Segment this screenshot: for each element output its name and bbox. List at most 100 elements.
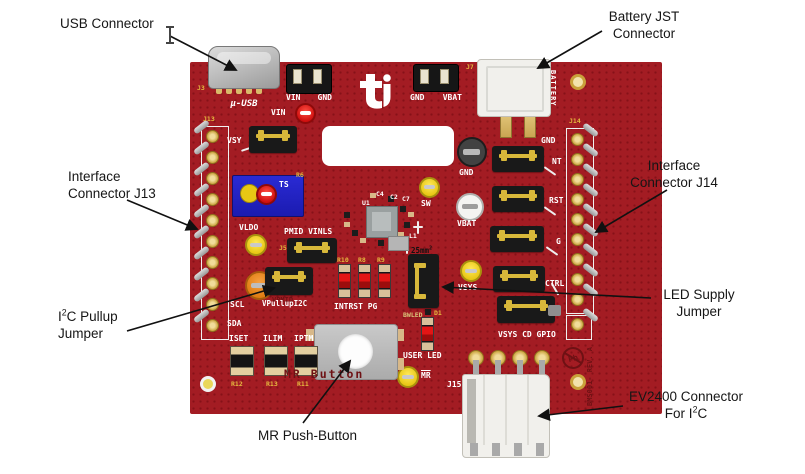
- inductor-area-note: 25mm2: [411, 245, 432, 255]
- pmid-vinls-jumper: [287, 238, 337, 263]
- j15-pin: [539, 360, 545, 386]
- j15-refdes: J15: [447, 380, 462, 389]
- test-point-hole: [200, 376, 216, 392]
- int-jumper: [492, 146, 544, 172]
- battery-callout-line2: Connector: [612, 26, 676, 41]
- j15-tail-pin: [514, 443, 522, 456]
- inductor: [388, 236, 409, 251]
- sw-testpoint: [419, 177, 440, 198]
- passive: [400, 206, 406, 212]
- header-pad: [571, 133, 584, 146]
- j14-callout-line2: Connector J14: [630, 175, 718, 190]
- led-supply-callout-label: LED Supply Jumper: [645, 286, 753, 320]
- battery-silk-label: BATTERY: [549, 70, 557, 107]
- header-pad: [571, 318, 584, 331]
- ic-top: [372, 212, 391, 231]
- vin-label: VIN: [286, 93, 301, 102]
- terminal-pin: [313, 69, 322, 84]
- text-cursor-icon: [166, 26, 174, 44]
- gnd-testpoint: [457, 137, 487, 167]
- button-pad: [394, 358, 404, 370]
- vpmid-label: VPMID: [272, 296, 294, 304]
- user-led: [421, 317, 434, 351]
- led-supply-line1: LED Supply: [663, 287, 735, 302]
- sda-label: SDA: [227, 319, 242, 328]
- mr-testpoint: [397, 366, 419, 388]
- c2-refdes: C2: [390, 193, 398, 201]
- i2c-callout-line2: Jumper: [58, 326, 104, 341]
- board-rev-text: BMS001- REV. A: [586, 346, 594, 406]
- vin-led-label: VIN: [271, 108, 286, 117]
- sw-label: SW: [421, 199, 431, 208]
- j13-callout-line1: Interface: [68, 169, 121, 184]
- vsys-testpoint: [460, 260, 482, 282]
- charger-ic: [366, 206, 398, 238]
- j13-callout-label: Interface Connector J13: [68, 168, 156, 202]
- j14-callout-label: Interface Connector J14: [615, 157, 733, 191]
- c7-refdes: C7: [402, 195, 410, 203]
- passive: [404, 222, 410, 228]
- j15-tail-pin: [536, 443, 544, 456]
- connector-shadow: [467, 379, 476, 443]
- j15-pin: [473, 360, 479, 386]
- header-pad: [571, 253, 584, 266]
- gnd-vbat-labels: GND VBAT: [410, 93, 462, 102]
- passive: [408, 212, 414, 217]
- vin-led: [295, 103, 316, 124]
- ilim-resistor: [264, 346, 288, 376]
- header-pad: [206, 277, 219, 290]
- i2c-callout-label: I2C Pullup Jumper: [58, 308, 118, 342]
- gnd-tp-label: GND: [459, 168, 474, 177]
- j13-arrow: [126, 199, 199, 231]
- pg-led: [378, 264, 391, 298]
- led-supply-line2: Jumper: [676, 304, 722, 319]
- mr-tp-label: MR: [421, 371, 431, 380]
- hdr-int-label: NT: [552, 157, 562, 166]
- vbat-terminal-block: [413, 64, 459, 92]
- jumper-shunt: [256, 130, 290, 141]
- ts-led: [256, 184, 277, 205]
- connector-groove: [483, 375, 485, 445]
- d1-refdes: D1: [434, 309, 442, 317]
- passive: [388, 196, 394, 202]
- vsys-cd-gpio-label: VSYS CD GPIO: [498, 330, 556, 339]
- header-pad: [206, 193, 219, 206]
- jumper-shunt: [272, 271, 306, 282]
- i2c-pullup-jumper: [265, 267, 313, 295]
- battery-jst-connector: [477, 59, 551, 117]
- vbat-testpoint: [456, 193, 484, 221]
- int-led: [338, 264, 351, 298]
- gpio-jumper: [497, 296, 555, 323]
- jumper-shunt: [497, 230, 537, 241]
- header-pad: [571, 293, 584, 306]
- passive: [344, 212, 350, 218]
- terminal-pin: [293, 69, 302, 84]
- mr-callout-label: MR Push-Button: [258, 428, 358, 443]
- vpullup-label: VPullupI2C: [262, 299, 308, 308]
- user-led-label: USER LED: [403, 351, 442, 360]
- jumper-shunt: [500, 270, 538, 281]
- connector-groove: [527, 375, 529, 445]
- j13-refdes: J13: [203, 115, 215, 123]
- j15-tail-pin: [492, 443, 500, 456]
- ev2400-callout-label: EV2400 Connector For I2C: [618, 388, 754, 422]
- iset-resistor: [230, 346, 254, 376]
- passive: [370, 193, 376, 198]
- vsy-label: VSY: [227, 136, 242, 145]
- usb-highlight: [217, 52, 271, 64]
- ctrl-jumper: [493, 266, 545, 292]
- vldo-label: VLDO: [239, 223, 259, 232]
- spare-shunt: [548, 305, 561, 316]
- header-pad: [206, 130, 219, 143]
- l1-refdes: L1: [409, 232, 417, 240]
- rst-led: [358, 264, 371, 298]
- mark-cross-h: [413, 226, 423, 228]
- usb-silk-label: µ-USB: [230, 99, 258, 109]
- ts-label: TS: [279, 180, 289, 189]
- iptm-label: IPTM: [294, 334, 314, 343]
- j15-pin: [495, 360, 501, 386]
- header-pad: [206, 235, 219, 248]
- c4-refdes: C4: [376, 190, 384, 198]
- usb-connector: [208, 46, 280, 89]
